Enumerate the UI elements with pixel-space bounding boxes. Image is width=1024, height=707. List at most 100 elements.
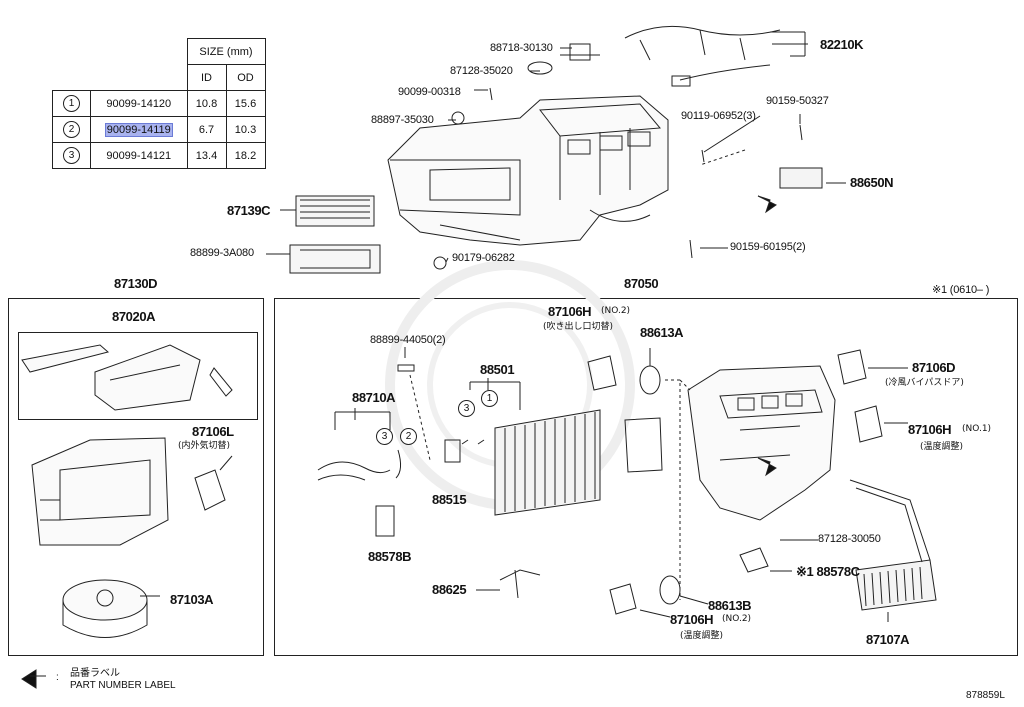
heater-core-87107a-drawing — [849, 479, 937, 611]
part-label-88613a[interactable]: 88613A — [640, 325, 684, 340]
grommet-88897-drawing — [451, 111, 465, 125]
actuator-87106h1-drawing — [854, 405, 883, 443]
row-part-number[interactable]: 90099-14120 — [90, 90, 188, 117]
part-label-88578b[interactable]: 88578B — [368, 549, 412, 564]
part-label-87139c[interactable]: 87139C — [227, 203, 271, 218]
size-header: SIZE (mm) — [186, 38, 266, 65]
bracket-88625-drawing — [499, 569, 541, 599]
screw-90159b-drawing — [689, 239, 693, 259]
table-row: 2 90099-14119 6.7 10.3 — [52, 116, 266, 143]
row-index: 1 — [63, 95, 80, 112]
sensor-88650-drawing — [779, 167, 823, 189]
group-title-87130d[interactable]: 87130D — [114, 276, 158, 291]
callout-3: 3 — [376, 428, 393, 445]
clip-90099-drawing — [489, 87, 493, 101]
blower-group-box — [8, 298, 264, 656]
part-label-87103a[interactable]: 87103A — [170, 592, 214, 607]
part-label-87106h-no2-a[interactable]: 87106H — [548, 304, 592, 319]
blower-case-upper-drawing — [21, 344, 233, 411]
hose-size-table: SIZE (mm) ID OD 1 90099-14120 10.8 15.6 … — [52, 38, 266, 169]
part-label-90119[interactable]: 90119-06952(3) — [681, 110, 756, 122]
harness-82210-drawing — [624, 25, 781, 61]
part-label-88899-3a080[interactable]: 88899-3A080 — [190, 247, 254, 259]
table-row: 1 90099-14120 10.8 15.6 — [52, 90, 266, 117]
hose-88710a-drawing — [317, 461, 391, 481]
heater-unit-group-box — [274, 298, 1018, 656]
valve-88515-drawing — [444, 439, 461, 463]
damper-88613b-drawing — [659, 575, 681, 605]
part-label-88650n[interactable]: 88650N — [850, 175, 894, 190]
part-label-88515[interactable]: 88515 — [432, 492, 467, 507]
part-label-90179[interactable]: 90179-06282 — [452, 252, 515, 264]
part-label-88710a[interactable]: 88710A — [352, 390, 396, 405]
legend-label-jp: 品番ラベル — [70, 668, 120, 679]
group-title-87050[interactable]: 87050 — [624, 276, 659, 291]
part-label-88718[interactable]: 88718-30130 — [490, 42, 553, 54]
part-label-87106d[interactable]: 87106D — [912, 360, 956, 375]
part-label-88625[interactable]: 88625 — [432, 582, 467, 597]
row-id: 13.4 — [186, 142, 227, 169]
part-label-87107a[interactable]: 87107A — [866, 632, 910, 647]
callout-1: 1 — [481, 390, 498, 407]
filter-case-88899-drawing — [289, 244, 381, 274]
part-label-90159-60195[interactable]: 90159-60195(2) — [730, 241, 806, 253]
seal-87128-drawing — [527, 61, 553, 75]
legend-label-en: PART NUMBER LABEL — [70, 680, 176, 691]
figure-id: 878859L — [966, 690, 1005, 701]
part-desc-87106h-no2-a: (吹き出し口切替) — [543, 322, 614, 332]
part-no-87106h-no2-b: (NO.2) — [722, 614, 752, 624]
actuator-87106l-drawing — [194, 469, 226, 511]
blower-housing-drawing — [31, 437, 226, 638]
filter-87139-drawing — [295, 195, 375, 227]
actuator-87106d-drawing — [837, 349, 867, 385]
part-label-87106h-no2-b[interactable]: 87106H — [670, 612, 714, 627]
clip-90179-drawing — [433, 256, 447, 270]
part-label-82210k[interactable]: 82210K — [820, 37, 864, 52]
part-label-88613b[interactable]: 88613B — [708, 598, 752, 613]
row-od: 15.6 — [225, 90, 266, 117]
part-desc-87106d: (冷風バイパスドア) — [885, 378, 964, 388]
callout-3: 3 — [458, 400, 475, 417]
part-label-87020a[interactable]: 87020A — [112, 309, 156, 324]
part-label-88899-44050[interactable]: 88899-44050(2) — [370, 334, 446, 346]
part-label-87128-35020[interactable]: 87128-35020 — [450, 65, 513, 77]
part-desc-87106h-no2-b: (温度調整) — [680, 631, 724, 641]
part-label-88578c[interactable]: ※1 88578C — [796, 564, 860, 579]
supersession-note: ※1 (0610– ) — [932, 284, 990, 296]
col-od-header: OD — [225, 64, 266, 91]
hvac-unit-87050-drawing — [624, 365, 836, 521]
actuator-87106h2a-drawing — [587, 355, 617, 391]
row-part-number[interactable]: 90099-14121 — [90, 142, 188, 169]
pad-88578b-drawing — [375, 505, 395, 537]
part-label-90099-00318[interactable]: 90099-00318 — [398, 86, 461, 98]
part-desc-87106h-no1: (温度調整) — [920, 442, 964, 452]
part-label-88897[interactable]: 88897-35030 — [371, 114, 434, 126]
col-id-header: ID — [186, 64, 227, 91]
evaporator-88501-drawing — [494, 409, 601, 516]
label-arrow-icon — [757, 195, 777, 214]
damper-88613a-drawing — [639, 365, 661, 395]
part-label-90159-50327[interactable]: 90159-50327 — [766, 95, 829, 107]
table-row: 3 90099-14121 13.4 18.2 — [52, 142, 266, 169]
callout-2: 2 — [400, 428, 417, 445]
row-index: 3 — [63, 147, 80, 164]
row-part-number-highlighted[interactable]: 90099-14119 — [104, 122, 173, 137]
part-label-87106l[interactable]: 87106L — [192, 424, 234, 439]
label-arrow-icon — [757, 457, 777, 477]
row-index: 2 — [63, 121, 80, 138]
screw-90119-drawing — [701, 149, 705, 163]
pad-88578c-drawing — [739, 547, 769, 573]
part-label-87128-30050[interactable]: 87128-30050 — [818, 533, 881, 545]
blower-motor-87103a-drawing — [62, 579, 148, 621]
legend-arrow-icon — [21, 669, 46, 689]
part-no-87106h-no2-a: (NO.2) — [601, 306, 631, 316]
bracket-88718-drawing — [560, 43, 600, 61]
row-od: 18.2 — [225, 142, 266, 169]
clip-88899b-drawing — [397, 364, 415, 372]
part-label-88501[interactable]: 88501 — [480, 362, 515, 377]
part-label-87106h-no1[interactable]: 87106H — [908, 422, 952, 437]
hvac-assembly-top-drawing — [387, 95, 669, 246]
legend-colon: : — [56, 672, 59, 683]
blower-case-subgroup-box — [18, 332, 258, 420]
